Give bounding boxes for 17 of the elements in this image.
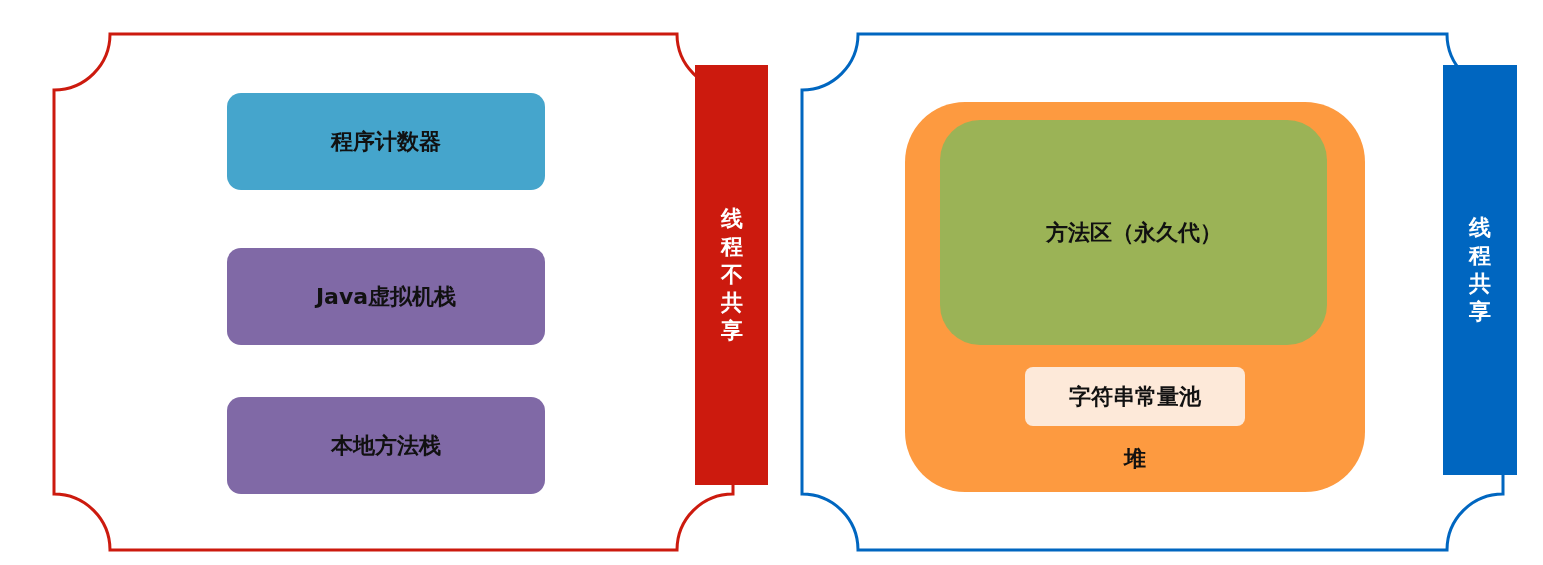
band-label: 线程不共享 (719, 205, 744, 345)
pool-box (1025, 367, 1245, 426)
box-label: Java虚拟机栈 (315, 282, 457, 311)
box-label: 方法区（永久代） (1045, 218, 1222, 247)
process-box (227, 248, 545, 345)
box-label: 字符串常量池 (1069, 382, 1201, 411)
method-area-box (940, 120, 1327, 345)
process-box (227, 93, 545, 190)
box-label: 本地方法栈 (331, 431, 441, 460)
side-band (1443, 65, 1517, 475)
box-label: 程序计数器 (331, 127, 441, 156)
band-label: 线程共享 (1468, 214, 1492, 326)
ticket-panel (800, 32, 1505, 552)
area-label: 堆 (1124, 445, 1146, 473)
side-band (695, 65, 768, 485)
heap-area (905, 102, 1365, 492)
process-box (227, 397, 545, 494)
